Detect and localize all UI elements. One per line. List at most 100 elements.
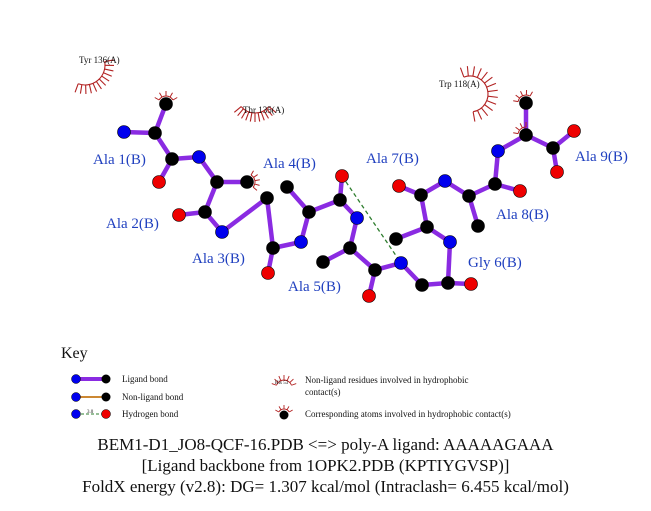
atom-a1_ca xyxy=(148,126,162,140)
key-nonligand-residues-label: Non-ligand residues involved in hydropho… xyxy=(305,375,468,385)
atom-a5_n xyxy=(350,211,364,225)
atom-a9_cb xyxy=(519,96,533,110)
contact-thr135-arc xyxy=(240,106,270,114)
mark-a2-cb-spoke xyxy=(254,179,260,182)
key-title: Key xyxy=(61,345,88,362)
key-his-eyelash-spoke xyxy=(271,383,277,386)
atom-a2_ca xyxy=(210,175,224,189)
atom-a1_n xyxy=(117,125,131,139)
mark-a1-cb-spoke xyxy=(154,97,160,101)
ligand-atoms xyxy=(117,96,581,303)
atom-a5_o xyxy=(362,289,376,303)
key-atom-eyelash-spoke xyxy=(288,409,293,413)
mark-a1-cb-spoke xyxy=(169,92,173,98)
key-atom-eyelash-spoke xyxy=(286,406,290,411)
contact-tyr136-spoke xyxy=(101,75,110,82)
mark-a1-cb-spoke xyxy=(172,97,178,101)
atom-a9_c xyxy=(546,141,560,155)
key-hydrophobic-residue-icon xyxy=(271,375,297,386)
atom-g6_c xyxy=(441,276,455,290)
atom-g6_o xyxy=(464,277,478,291)
key-nonligand-residues-label-2: contact(s) xyxy=(305,387,340,397)
contact-trp118-spoke xyxy=(459,67,465,78)
mark-a2-cb-arc xyxy=(250,174,256,188)
mark-a1-cb-arc xyxy=(158,95,174,101)
atom-a5_cb xyxy=(316,255,330,269)
residue-label-ala1: Ala 1(B) xyxy=(93,152,146,168)
key-his-eyelash-spoke xyxy=(286,375,290,381)
contact-tyr136-spoke xyxy=(98,78,107,86)
mark-a1-cb xyxy=(154,91,178,101)
residue-label-ala5: Ala 5(B) xyxy=(288,279,341,295)
hydrophobic-contact-arcs xyxy=(74,59,498,122)
contact-tyr136-arc xyxy=(77,61,106,86)
mark-a2-cb-spoke xyxy=(250,170,254,176)
atom-a8_c xyxy=(488,177,502,191)
key-ligand-bond-sample xyxy=(71,374,111,384)
key-atom-dot xyxy=(279,410,289,420)
atom-a8_ca xyxy=(462,189,476,203)
key-his-label: His 53 xyxy=(275,381,289,386)
contact-tyr136-spoke xyxy=(104,59,114,63)
mark-a2-cb-spoke xyxy=(254,183,260,186)
atom-a4_o xyxy=(335,169,349,183)
hydrogen-bonds xyxy=(341,175,402,264)
contact-trp118-spoke xyxy=(480,71,488,81)
mark-a2-cb-spoke xyxy=(253,174,258,178)
contact-label-trp118: Trp 118(A) xyxy=(439,79,480,89)
contact-thr135-spoke xyxy=(245,111,250,121)
key-his-eyelash-spoke xyxy=(289,378,294,383)
mark-a9-cb xyxy=(513,89,533,103)
atom-g6_n xyxy=(394,256,408,270)
contact-tyr136-spoke xyxy=(104,68,114,72)
contact-trp118-spoke xyxy=(486,100,497,105)
contact-thr135-spoke xyxy=(249,112,253,122)
contact-tyr136-spoke xyxy=(103,72,112,77)
mark-a9-cb-spoke xyxy=(513,100,519,103)
mark-a9-cb-spoke xyxy=(515,94,520,99)
atom-a2_o xyxy=(172,208,186,222)
key-atom-eyelash-arc xyxy=(278,408,290,413)
key-nonligand-bond-label: Non-ligand bond xyxy=(122,392,184,402)
atom-a7_ca xyxy=(420,220,434,234)
atom-a3_ca xyxy=(260,191,274,205)
key-hydrogen-bond-sample xyxy=(71,409,111,419)
residue-label-ala8: Ala 8(B) xyxy=(496,207,549,223)
bond-a3_ca-a3_c xyxy=(264,195,276,251)
contact-thr135-spoke xyxy=(266,108,273,117)
contact-tyr136-spoke xyxy=(79,84,83,94)
caption-line-1: BEM1-D1_JO8-QCF-16.PDB <=> poly-A ligand… xyxy=(97,435,554,454)
atom-hydrophobic-marks xyxy=(154,89,533,191)
atom-a4_ca xyxy=(302,205,316,219)
key-his-eyelash-spoke xyxy=(274,378,279,383)
atom-g6_ca xyxy=(415,278,429,292)
atom-a1_o xyxy=(152,175,166,189)
contact-trp118-spoke xyxy=(487,89,498,93)
contact-thr135-spoke xyxy=(263,110,269,119)
contact-label-thr135: Thr 135(A) xyxy=(243,105,284,115)
atom-a8_n xyxy=(438,174,452,188)
hbond-line xyxy=(341,175,402,264)
atom-a9_o xyxy=(567,124,581,138)
atom-a3_c xyxy=(266,241,280,255)
caption-line-2: [Ligand backbone from 1OPK2.PDB (KPTIYGV… xyxy=(141,456,510,475)
contact-trp118-spoke xyxy=(484,76,493,84)
contact-label-tyr136: Tyr 136(A) xyxy=(79,55,120,65)
mark-a9-ca-spoke xyxy=(513,132,519,135)
residue-label-ala9: Ala 9(B) xyxy=(575,149,628,165)
contact-thr135 xyxy=(233,106,277,122)
contact-trp118-spoke xyxy=(487,95,498,98)
key-atom-eyelash xyxy=(275,405,293,413)
contact-thr135-spoke xyxy=(260,111,265,121)
mark-a2-cb xyxy=(250,170,260,191)
contact-tyr136-spoke xyxy=(74,83,79,93)
contact-trp118-spoke xyxy=(476,110,483,120)
residue-label-ala7: Ala 7(B) xyxy=(366,151,419,167)
contact-trp118-arc xyxy=(463,75,489,113)
contact-thr135-spoke xyxy=(241,110,247,119)
contact-tyr136-spoke xyxy=(88,84,92,94)
contact-tyr136-spoke xyxy=(95,81,102,90)
atom-a7_o xyxy=(392,179,406,193)
mark-a9-cb-arc xyxy=(517,94,531,102)
contact-thr135-spoke xyxy=(237,108,244,117)
